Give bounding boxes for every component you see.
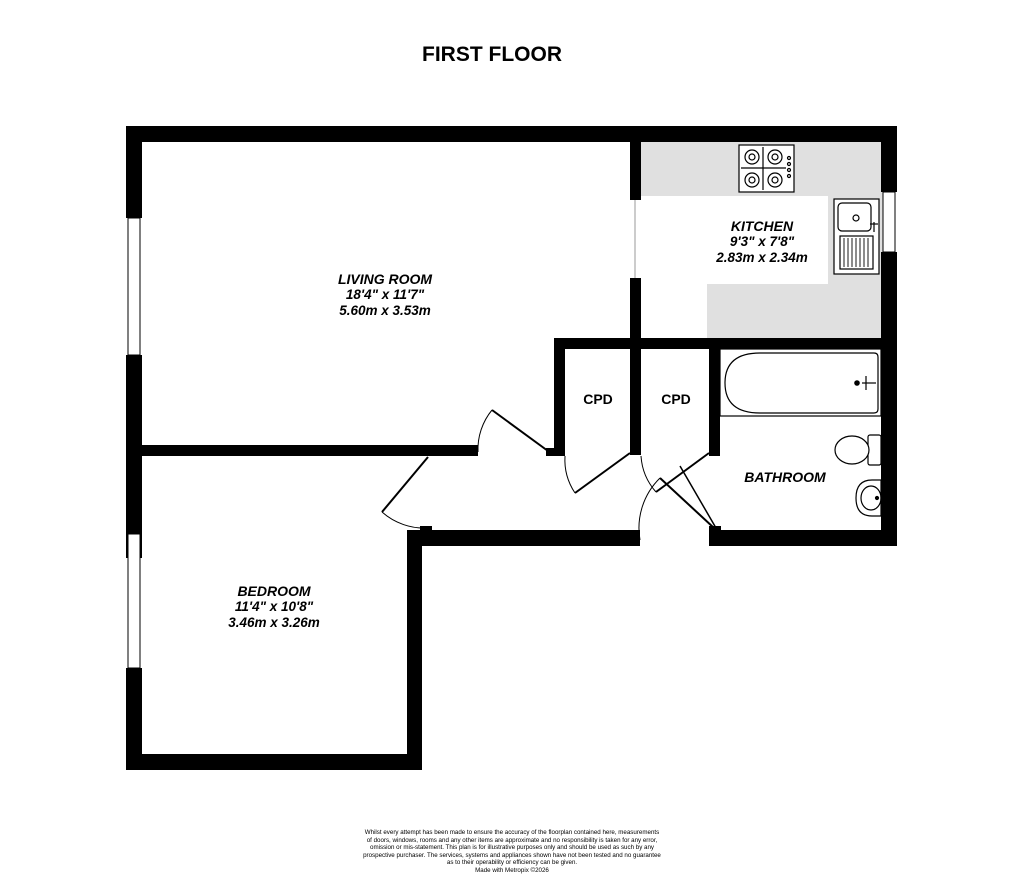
disclaimer-line: Whilst every attempt has been made to en… [364, 829, 660, 836]
basin-icon [855, 479, 882, 517]
floor-title: FIRST FLOOR [422, 43, 562, 66]
svg-text:LIVING ROOM: LIVING ROOM [338, 271, 432, 287]
svg-text:18'4" x 11'7": 18'4" x 11'7" [346, 287, 425, 302]
cpd-left-door [574, 452, 631, 494]
doors [381, 409, 717, 541]
svg-text:5.60m x 3.53m: 5.60m x 3.53m [339, 303, 431, 318]
svg-text:9'3" x 7'8": 9'3" x 7'8" [730, 234, 795, 249]
kitchen-window [882, 191, 896, 253]
walls [126, 126, 897, 770]
bedroom-window [127, 533, 141, 669]
kitchen-label: KITCHEN 9'3" x 7'8" 2.83m x 2.34m [715, 218, 808, 265]
cpd-right-label: CPD [661, 391, 691, 407]
disclaimer-line: omission or mis-statement. This plan is … [370, 844, 654, 852]
disclaimer-line: of doors, windows, rooms and any other i… [366, 836, 658, 844]
cpd-left-label: CPD [583, 391, 613, 407]
disclaimer-line: as to their operability or efficiency ca… [446, 859, 578, 867]
living-room-label: LIVING ROOM 18'4" x 11'7" 5.60m x 3.53m [338, 271, 432, 318]
cpd-right-door [655, 452, 710, 493]
bedroom-label: BEDROOM 11'4" x 10'8" 3.46m x 3.26m [228, 583, 320, 630]
disclaimer-line: prospective purchaser. The services, sys… [363, 851, 661, 859]
disclaimer-credit: Made with Metropix ©2026 [475, 866, 549, 874]
bathroom-label: BATHROOM [744, 469, 826, 485]
svg-text:2.83m x 2.34m: 2.83m x 2.34m [715, 250, 808, 265]
windows [127, 191, 896, 669]
bathroom-door [659, 477, 715, 529]
svg-text:BEDROOM: BEDROOM [237, 583, 310, 599]
svg-text:KITCHEN: KITCHEN [731, 218, 794, 234]
living-room-window [127, 217, 141, 356]
kitchen-sink-icon [833, 198, 880, 275]
bath-icon [719, 348, 882, 417]
disclaimer: Whilst every attempt has been made to en… [312, 829, 712, 875]
toilet-icon [834, 434, 882, 466]
hob-icon [738, 144, 795, 193]
svg-text:11'4" x 10'8": 11'4" x 10'8" [235, 599, 314, 614]
living-room-door [491, 409, 549, 452]
svg-text:3.46m x 3.26m: 3.46m x 3.26m [228, 615, 320, 630]
bedroom-door [381, 456, 429, 513]
